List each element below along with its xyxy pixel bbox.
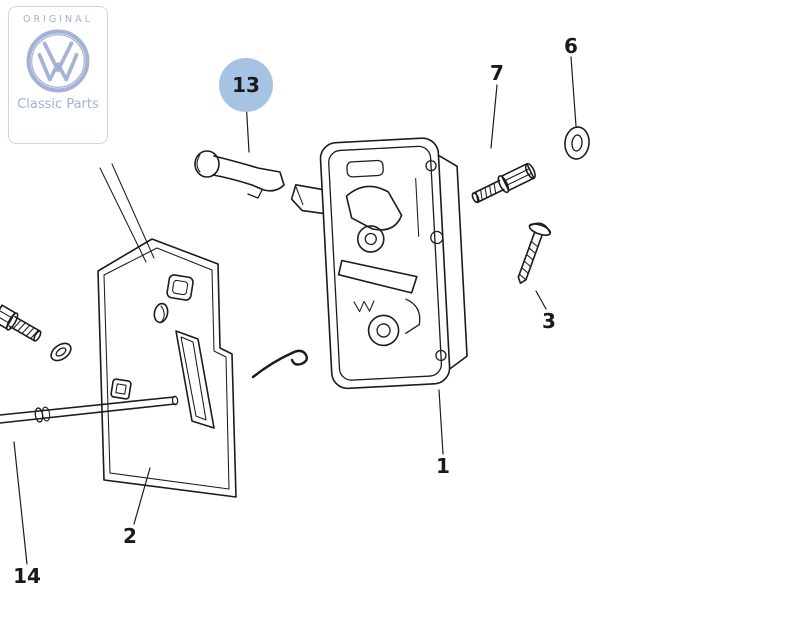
part-6-washer [564, 126, 590, 160]
part-label-7: 7 [490, 61, 504, 85]
part-14-rod [0, 395, 179, 424]
watermark-original-text: ORIGINAL [23, 14, 93, 25]
part-13-lever [194, 150, 285, 199]
leader-lines [13, 56, 577, 565]
part-label-6: 6 [564, 34, 578, 58]
part-label-3: 3 [542, 309, 556, 333]
part-label-13-highlighted: 13 [219, 58, 273, 112]
vw-logo-icon [26, 29, 90, 93]
part-label-14: 14 [13, 564, 41, 588]
hook-rod [251, 349, 309, 379]
part-label-2: 2 [123, 524, 137, 548]
part-1-lock-body [290, 137, 468, 390]
part-2-mounting-bracket [97, 163, 237, 498]
part-7-bolt [471, 162, 536, 204]
part-3-screw [517, 222, 552, 284]
left-edge-bolt [0, 304, 42, 342]
left-edge-washer [50, 342, 72, 362]
part-label-1: 1 [436, 454, 450, 478]
watermark-classic-parts-text: Classic Parts [17, 97, 99, 112]
brand-watermark: ORIGINAL Classic Parts [8, 6, 108, 144]
